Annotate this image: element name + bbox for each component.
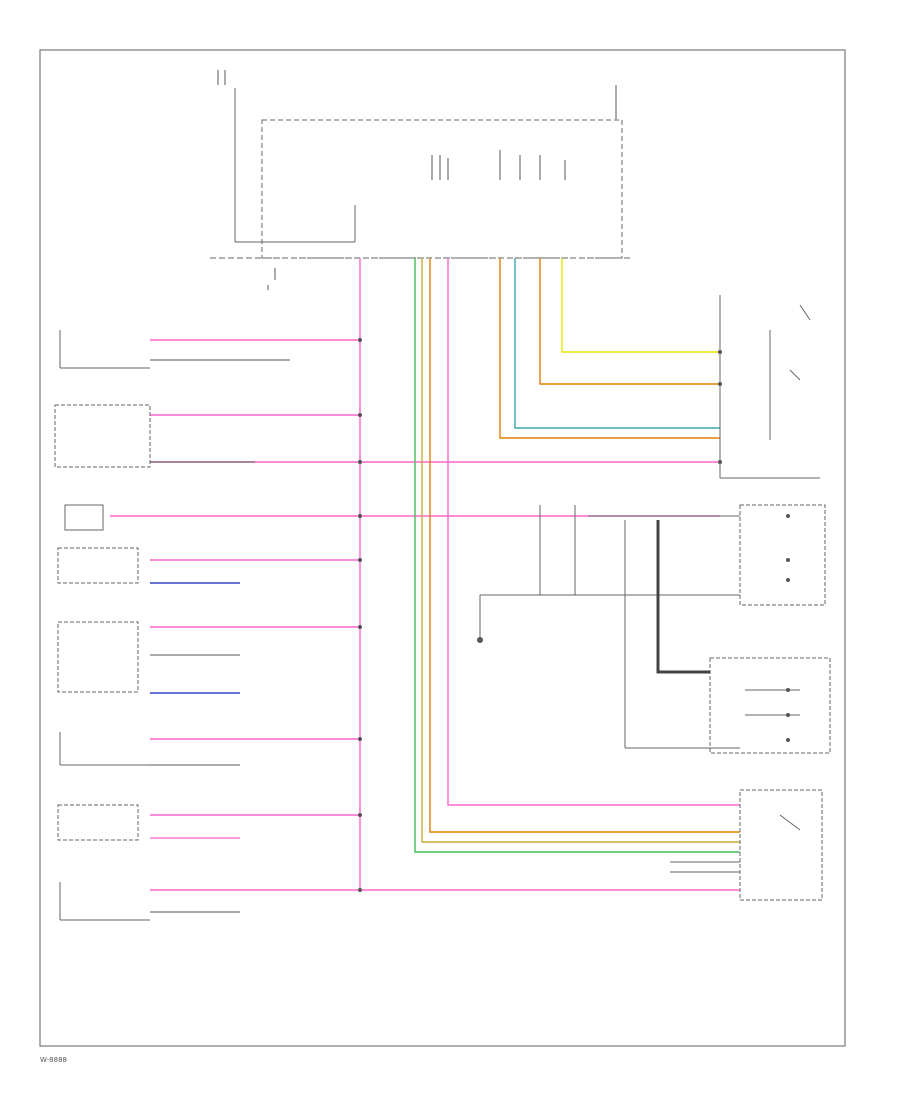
- diagram-border: [39, 49, 846, 1047]
- headlamp-switch: [670, 789, 823, 901]
- colored-conductors: [414, 258, 740, 853]
- diagram-footer-code: W-8888: [40, 1056, 67, 1064]
- splice-dots: [358, 338, 790, 892]
- blue-leads: [150, 582, 240, 694]
- pink-bus: [110, 258, 740, 891]
- steering-switch-left: [479, 504, 826, 749]
- body-control-module: [210, 88, 630, 259]
- steering-switch-right: [709, 657, 831, 754]
- module-pin-labels: [217, 70, 617, 290]
- left-dark-leads: [150, 359, 290, 913]
- steering-harness: [656, 520, 710, 674]
- left-components: [54, 330, 151, 921]
- instrument-cluster: [719, 295, 820, 479]
